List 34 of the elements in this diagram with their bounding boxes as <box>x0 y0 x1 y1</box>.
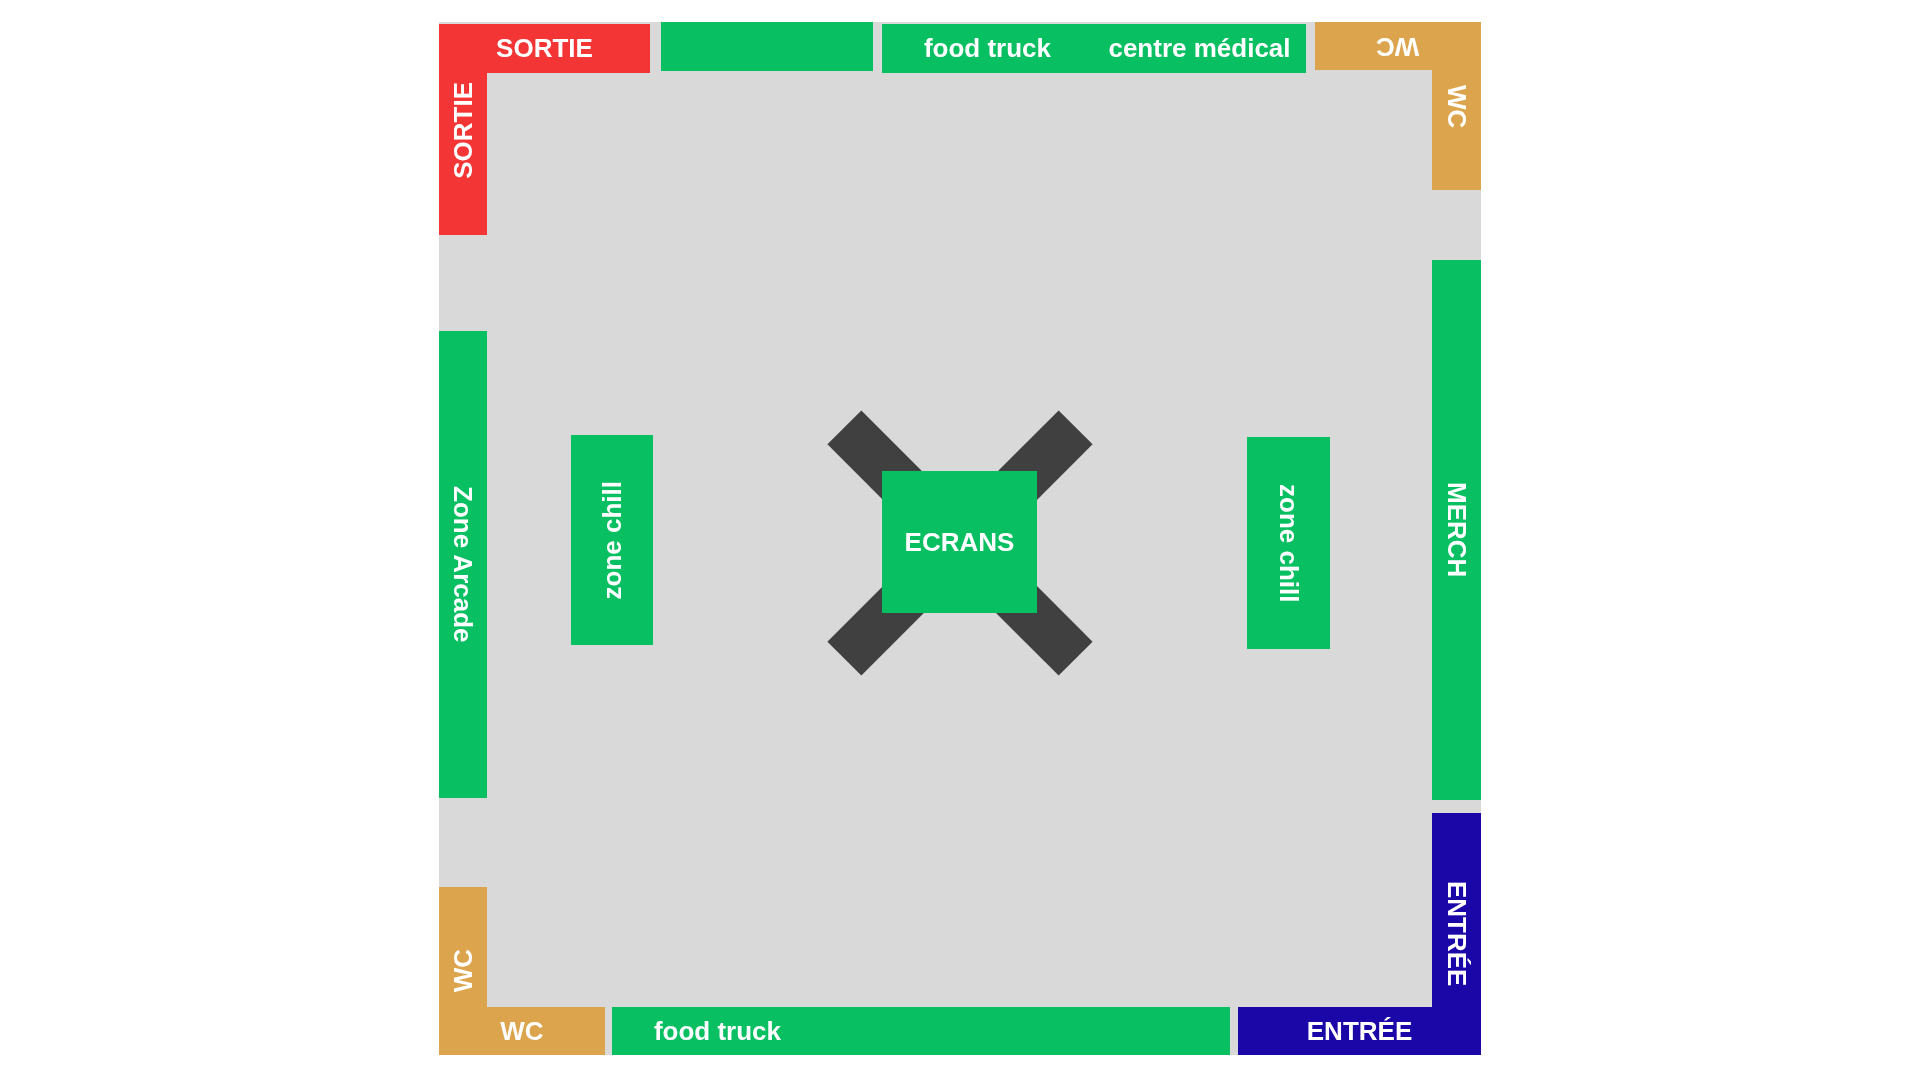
entrance-band <box>1432 813 1481 1007</box>
stand-label: centre médical <box>1108 34 1291 63</box>
toilet-label: WC <box>1442 85 1471 129</box>
zone-block <box>1247 437 1330 649</box>
entrance-label: ENTRÉE <box>1442 881 1471 987</box>
toilet-label: WC <box>500 1016 544 1046</box>
toilet-label: WC <box>448 949 478 993</box>
entrance-label: ENTRÉE <box>1306 1016 1413 1046</box>
stand-block <box>882 24 1093 73</box>
zone-label: zone chill <box>1274 483 1303 603</box>
stand-block <box>1018 1007 1230 1055</box>
toilet-band <box>439 1007 605 1055</box>
screen-block <box>882 471 1037 613</box>
zone-block <box>439 331 487 798</box>
toilet-band <box>1315 22 1481 70</box>
toilet-band <box>439 887 487 1007</box>
stand-block <box>612 1007 823 1055</box>
screen-label: ECRANS <box>904 527 1015 557</box>
entrance-band <box>1238 1007 1481 1055</box>
stand-block <box>661 22 873 71</box>
stand-block <box>1093 24 1306 73</box>
exit-band <box>439 73 487 235</box>
toilet-label: WC <box>1376 31 1420 61</box>
stand-label: food truck <box>923 34 1052 63</box>
stand-block <box>1432 260 1481 800</box>
zone-block <box>571 435 653 645</box>
zone-label: zone chill <box>597 480 627 600</box>
stand-label: MERCH <box>1442 482 1471 578</box>
toilet-band <box>1432 70 1481 190</box>
zone-label: Zone Arcade <box>448 486 478 643</box>
stand-label: food truck <box>653 1016 782 1046</box>
exit-band <box>439 24 650 73</box>
exit-label: SORTIE <box>448 81 478 179</box>
exit-label: SORTIE <box>496 34 593 63</box>
